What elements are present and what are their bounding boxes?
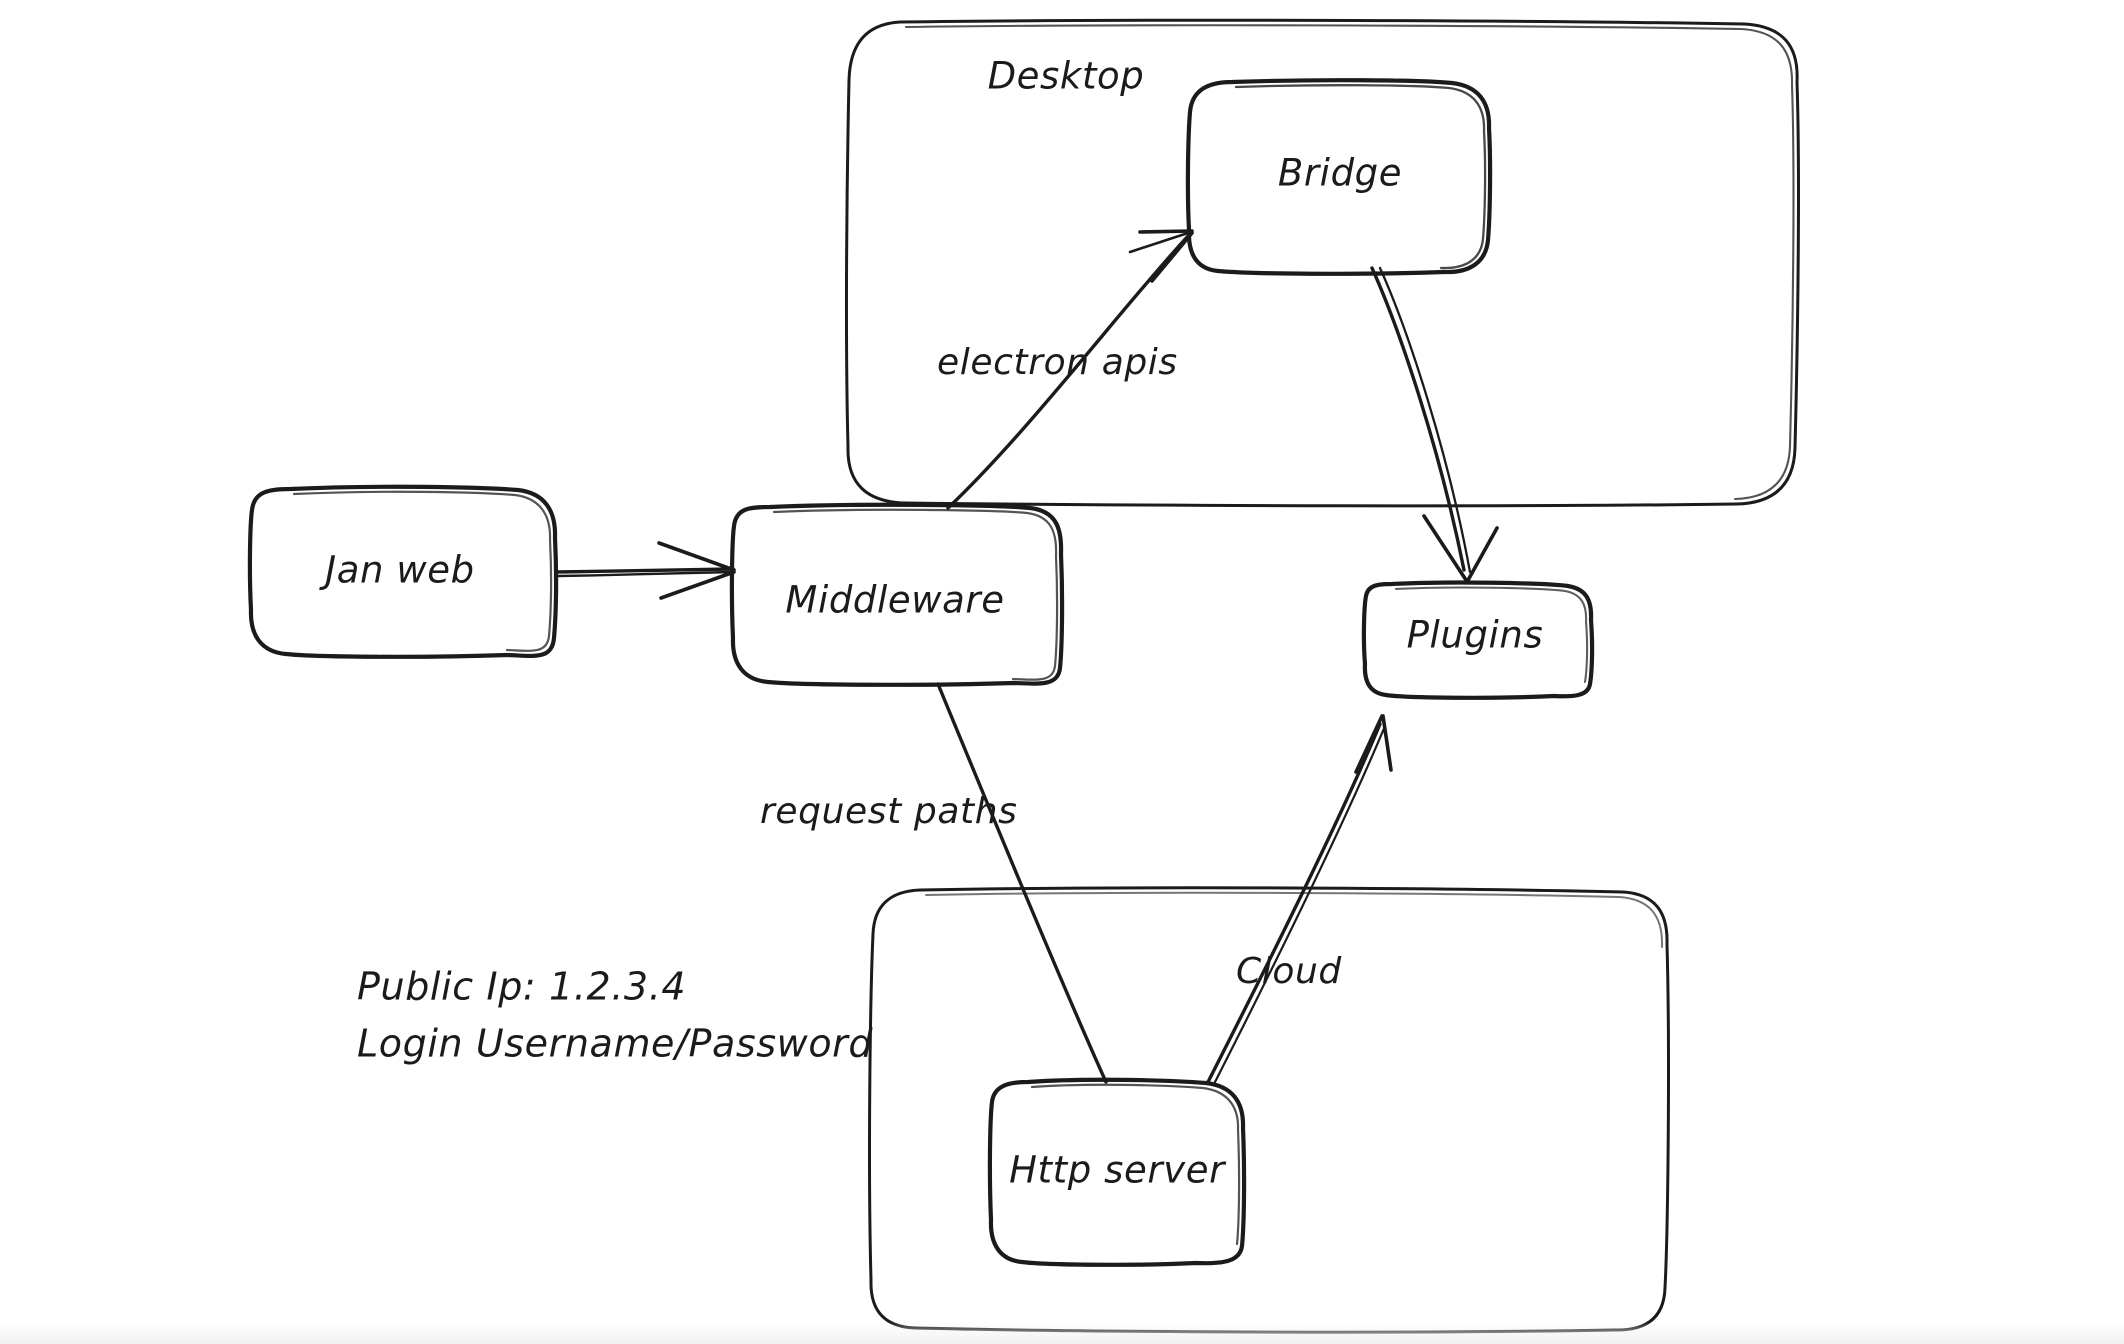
arrowhead-line xyxy=(1128,230,1193,254)
edge-middleware-to-httpserver[interactable]: request paths xyxy=(760,682,1108,1084)
edge-middleware-to-bridge[interactable]: electron apis xyxy=(937,229,1194,510)
node-middleware[interactable]: Middleware xyxy=(729,502,1065,687)
group-desktop[interactable]: Desktop xyxy=(844,18,1800,508)
arrowhead-line xyxy=(1138,229,1194,234)
node-plugins[interactable]: Plugins xyxy=(1361,580,1595,700)
node-label-plugins: Plugins xyxy=(1407,614,1544,657)
edge-label-request-paths: request paths xyxy=(760,791,1017,832)
group-label-desktop: Desktop xyxy=(988,55,1145,98)
node-jan-web[interactable]: Jan web xyxy=(247,484,559,659)
edge-bridge-to-plugins[interactable] xyxy=(1370,266,1499,584)
edge-label-electron-apis: electron apis xyxy=(937,342,1178,383)
node-label-jan-web: Jan web xyxy=(318,549,475,592)
node-bridge[interactable]: Bridge xyxy=(1185,78,1493,276)
arrowhead-line xyxy=(659,570,736,600)
arrowhead-line xyxy=(1465,526,1499,584)
note-public-ip: Public Ip: 1.2.3.4 xyxy=(357,965,686,1009)
arrowhead-line xyxy=(1354,714,1384,774)
note-login: Login Username/Password xyxy=(357,1022,873,1066)
edge-janweb-to-middleware[interactable] xyxy=(554,541,736,600)
notes-block: Public Ip: 1.2.3.4 Login Username/Passwo… xyxy=(357,965,873,1066)
node-label-middleware: Middleware xyxy=(785,579,1004,622)
node-http-server[interactable]: Http server xyxy=(987,1077,1247,1267)
arrowhead-line xyxy=(1422,514,1468,582)
edge-httpserver-to-plugins[interactable]: Cloud xyxy=(1206,714,1393,1086)
edge-label-cloud: Cloud xyxy=(1236,951,1342,992)
arrowhead-line xyxy=(1381,714,1393,772)
node-label-http-server: Http server xyxy=(1009,1149,1227,1192)
node-label-bridge: Bridge xyxy=(1278,152,1402,195)
arrowhead-line xyxy=(657,541,736,572)
arrowhead-line xyxy=(1150,231,1194,283)
